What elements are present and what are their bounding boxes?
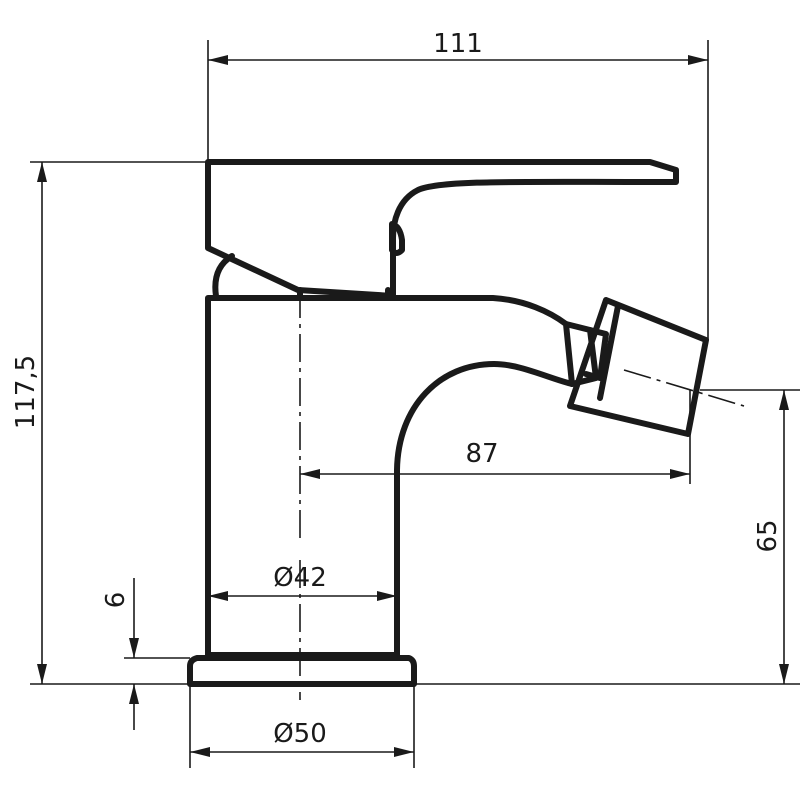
dimension-lines — [37, 55, 789, 757]
base-plate — [187, 655, 417, 687]
spray-axis — [623, 369, 745, 407]
arrow-width-right — [688, 55, 708, 65]
label-width-total: 111 — [433, 29, 483, 59]
arrow-thickness-bottom — [129, 684, 139, 704]
lever-groove — [389, 221, 405, 256]
label-height-total: 117,5 — [11, 355, 41, 429]
arrow-body-left — [208, 591, 228, 601]
lever-handle — [205, 159, 679, 299]
spray-head-ring — [597, 303, 621, 401]
label-spout-reach: 87 — [465, 439, 498, 469]
arrow-spout-height-top — [779, 390, 789, 410]
arrow-base-right — [394, 747, 414, 757]
arrow-spout-height-bottom — [779, 664, 789, 684]
label-spout-height: 65 — [753, 519, 783, 552]
label-body-diameter: Ø42 — [273, 563, 327, 593]
body-and-spout — [205, 295, 575, 658]
arrow-body-right — [377, 591, 397, 601]
label-base-diameter: Ø50 — [273, 719, 327, 749]
label-base-thickness: 6 — [101, 592, 131, 609]
center-lines — [299, 290, 745, 700]
spray-joint — [563, 321, 599, 387]
dimension-labels: 111 117,5 87 65 Ø42 Ø50 6 — [11, 29, 783, 749]
arrow-height-top — [37, 162, 47, 182]
spray-head — [567, 297, 709, 437]
spray-inner-clip — [583, 327, 609, 381]
arrow-height-bottom — [37, 664, 47, 684]
faucet-outline — [187, 159, 709, 687]
arrow-reach-left — [300, 469, 320, 479]
cartridge-cap — [212, 253, 235, 299]
arrow-reach-right — [670, 469, 690, 479]
arrow-base-left — [190, 747, 210, 757]
arrow-thickness-top — [129, 638, 139, 658]
arrow-width-left — [208, 55, 228, 65]
